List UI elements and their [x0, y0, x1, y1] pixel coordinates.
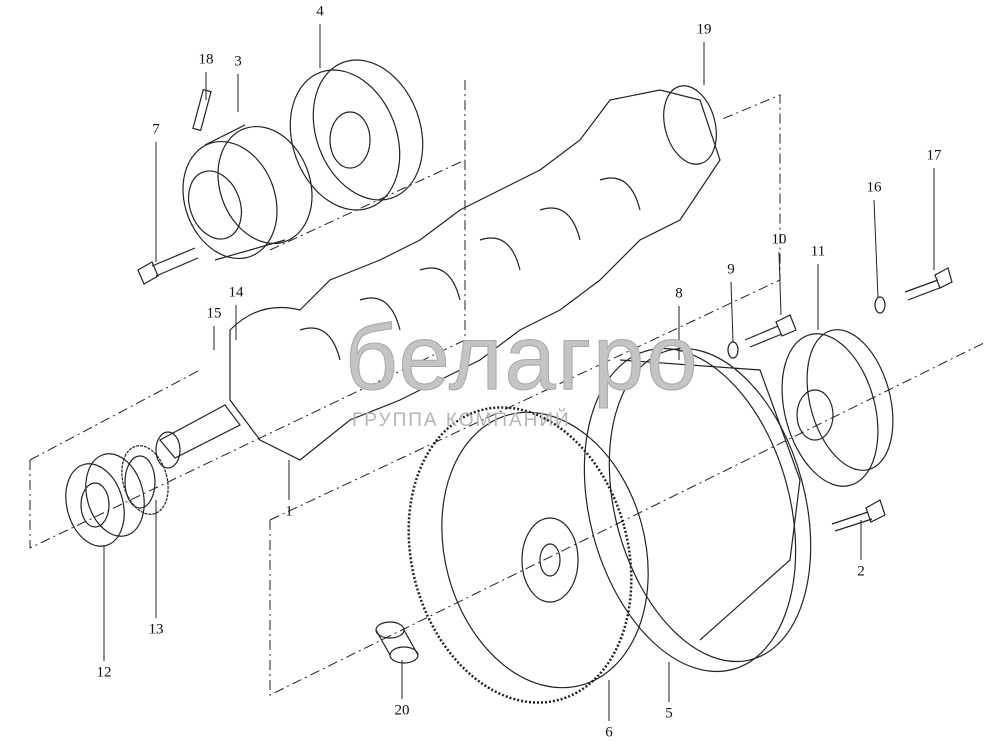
callout-9: 9: [727, 261, 735, 278]
callout-6: 6: [605, 724, 613, 741]
callout-3: 3: [234, 53, 242, 70]
bolt-7: [137, 247, 199, 285]
crankshaft: [155, 85, 721, 469]
flywheel-housing: [583, 347, 812, 673]
crankshaft-gear: [121, 445, 169, 515]
assembly-frame: [29, 80, 986, 696]
rear-flange: [781, 329, 894, 487]
callout-20: 20: [394, 702, 410, 719]
callout-17: 17: [926, 147, 942, 164]
callout-13: 13: [148, 621, 164, 638]
callout-11: 11: [810, 243, 826, 260]
callout-15: 15: [206, 305, 222, 322]
watermark-brand: белагро: [345, 307, 700, 409]
callout-18: 18: [198, 51, 214, 68]
callout-1: 1: [285, 503, 293, 520]
watermark-subtitle: ГРУППА КОМПАНИЙ: [352, 410, 571, 431]
callout-5: 5: [665, 705, 673, 722]
callout-12: 12: [96, 664, 112, 681]
small-parts: [375, 267, 953, 664]
crankshaft-pulley: [182, 88, 313, 261]
callout-7: 7: [152, 121, 160, 138]
callout-8: 8: [675, 285, 683, 302]
callout-2: 2: [857, 563, 865, 580]
callout-10: 10: [771, 231, 787, 248]
vibration-damper: [289, 59, 424, 211]
callout-16: 16: [866, 179, 882, 196]
flywheel: [407, 406, 649, 704]
callout-14: 14: [228, 284, 244, 301]
front-seal-ring: [65, 453, 145, 547]
callout-19: 19: [696, 21, 712, 38]
callout-4: 4: [316, 3, 324, 20]
leader-lines: [103, 24, 935, 721]
